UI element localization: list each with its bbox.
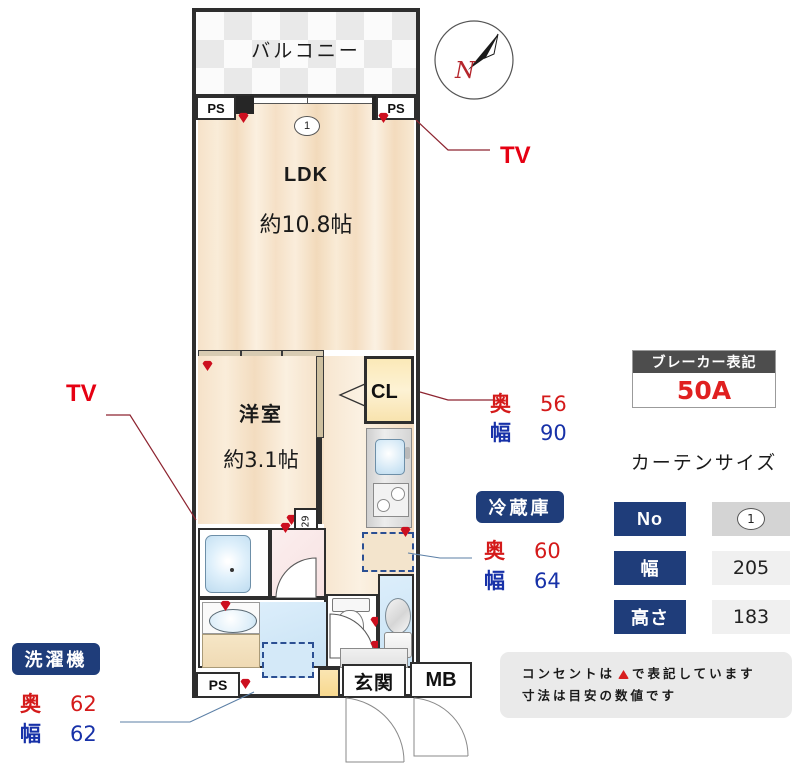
- legend-note-line-2: 寸法は目安の数値です: [522, 689, 678, 703]
- balcony-window: [236, 97, 378, 104]
- legend-note-line-1: コンセントは で表記しています: [522, 663, 792, 685]
- outlet-marker: [238, 112, 249, 123]
- yoshitsu-size: 約3.1帖: [223, 448, 299, 472]
- fridge-depth-value: 60: [533, 539, 561, 563]
- legend-note-line1-b: で表記しています: [632, 667, 756, 681]
- curtain-size-title: カーテンサイズ: [630, 453, 778, 474]
- closet-width-key: 幅: [490, 421, 511, 445]
- breaker-header: ブレーカー表記: [633, 351, 775, 373]
- bath-door-swing-icon: [275, 557, 317, 599]
- floor-plan: バルコニー LDK 約10.8帖 PS PS 1 洋室 約3.1帖 29 CL: [192, 8, 472, 763]
- bathtub-icon: [205, 535, 251, 593]
- powder-area: [378, 574, 414, 668]
- room-ldk: LDK 約10.8帖: [198, 102, 414, 350]
- vanity-counter: [202, 602, 260, 634]
- kitchen-sink-icon: [375, 439, 405, 475]
- ldk-size: 約10.8帖: [259, 213, 353, 238]
- curtain-window-marker: 1: [294, 116, 320, 136]
- wash-basin-icon: [209, 609, 257, 633]
- outlet-marker: [370, 640, 381, 651]
- washer-width-key: 幅: [20, 722, 41, 746]
- legend-note-line1-a: コンセントは: [522, 667, 616, 681]
- genkan-room: 玄関: [342, 664, 406, 698]
- closet-label: CL: [371, 381, 398, 403]
- legend-note: コンセントは で表記しています 寸法は目安の数値です: [500, 652, 792, 718]
- closet-width: 幅 90: [490, 417, 567, 447]
- balcony-area: バルコニー: [196, 12, 416, 96]
- mirror-icon: [385, 598, 411, 634]
- washer-width: 幅 62: [20, 718, 97, 748]
- closet-cl: CL: [364, 356, 414, 424]
- washer-depth-value: 62: [69, 692, 97, 716]
- mb-door-swing-icon: [413, 697, 469, 757]
- washer-width-value: 62: [69, 722, 97, 746]
- breaker-value: 50A: [676, 375, 732, 405]
- balcony-wall: [196, 94, 416, 99]
- yoshitsu-door: [316, 356, 324, 438]
- outlet-marker: [280, 522, 291, 533]
- yoshitsu-name: 洋室: [239, 404, 283, 426]
- room-yoshitsu: 洋室 約3.1帖: [198, 356, 324, 524]
- curtain-header-width: 幅: [614, 551, 686, 585]
- compass-icon: N: [434, 20, 514, 100]
- pipe-shaft-block-left: [234, 96, 254, 114]
- outlet-triangle-icon: [618, 670, 630, 679]
- ps-label-bottom-left: PS: [196, 672, 240, 698]
- closet-depth-key: 奥: [490, 392, 511, 416]
- curtain-value-no: 1: [712, 502, 790, 536]
- curtain-value-height: 183: [712, 600, 790, 634]
- fridge-width: 幅 64: [484, 565, 561, 595]
- pipe-shaft-block-right: [372, 96, 378, 120]
- outlet-marker: [202, 360, 213, 371]
- washer-badge: 洗濯機: [12, 643, 100, 675]
- fridge-depth-key: 奥: [484, 539, 505, 563]
- shoe-box: [318, 668, 340, 698]
- outlet-marker: [378, 112, 389, 123]
- fridge-badge: 冷蔵庫: [476, 491, 564, 523]
- balcony-tile-pattern: [196, 12, 416, 96]
- switch-label: 29: [300, 514, 312, 528]
- breaker-box: ブレーカー表記 50A: [632, 350, 776, 408]
- fridge-width-value: 64: [533, 569, 561, 593]
- washer-depth-key: 奥: [20, 692, 41, 716]
- entrance-door-swing-icon: [345, 697, 405, 763]
- interior-wall: [316, 438, 322, 524]
- outlet-marker: [220, 600, 231, 611]
- curtain-no-circle: 1: [737, 508, 765, 530]
- closet-depth-value: 56: [539, 392, 567, 416]
- faucet-icon: [405, 447, 410, 459]
- closet-door-icon: [338, 383, 366, 407]
- meter-box: MB: [410, 662, 472, 698]
- stove-icon: [373, 483, 409, 517]
- outlet-marker: [286, 514, 297, 525]
- closet-depth: 奥 56: [490, 388, 567, 418]
- tv-label-left: TV: [66, 380, 97, 407]
- outlet-marker: [240, 678, 251, 689]
- curtain-value-width: 205: [712, 551, 790, 585]
- drain-icon: [230, 568, 234, 572]
- fridge-width-key: 幅: [484, 569, 505, 593]
- curtain-header-no: No: [614, 502, 686, 536]
- kitchen-unit: [366, 428, 412, 528]
- vanity-cabinet: [202, 634, 260, 668]
- ldk-name: LDK: [283, 164, 329, 186]
- curtain-header-height: 高さ: [614, 600, 686, 634]
- ps-label-top-left: PS: [196, 96, 236, 120]
- balcony-label: バルコニー: [251, 40, 361, 62]
- refrigerator-space: [362, 532, 414, 572]
- closet-width-value: 90: [539, 421, 567, 445]
- washing-machine-space: [262, 642, 314, 678]
- washer-depth: 奥 62: [20, 688, 97, 718]
- outlet-marker: [370, 616, 381, 627]
- bathroom: [198, 528, 270, 598]
- compass-north-label: N: [454, 58, 476, 84]
- tv-label-right: TV: [500, 142, 531, 169]
- outlet-marker: [400, 526, 411, 537]
- fridge-depth: 奥 60: [484, 535, 561, 565]
